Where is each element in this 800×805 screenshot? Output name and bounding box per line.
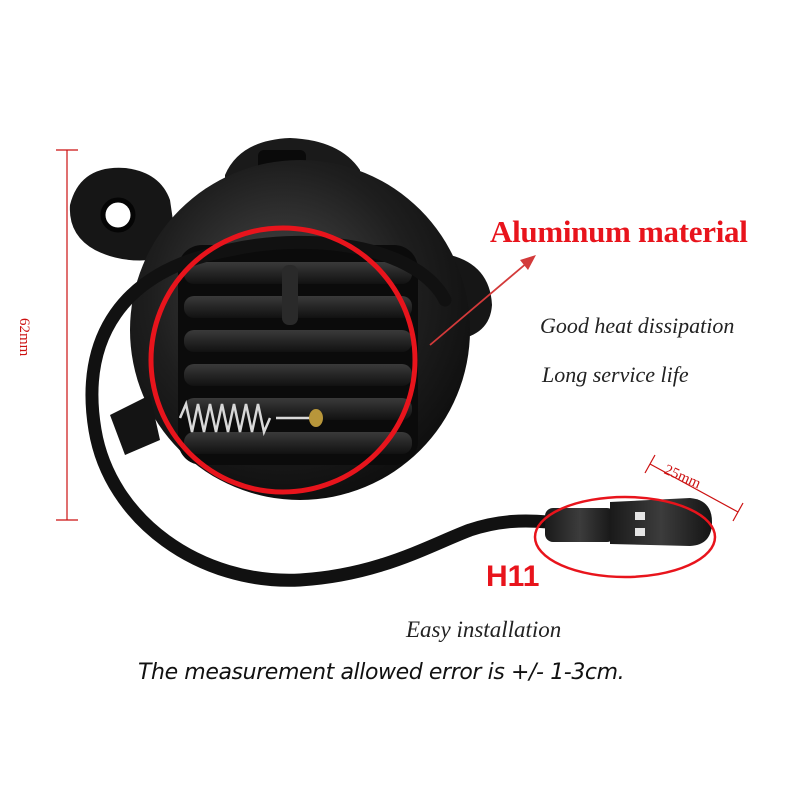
h11-connector [545, 498, 712, 546]
spring-anchor [309, 409, 323, 427]
mounting-ear-left [69, 167, 178, 261]
feature-heat-dissipation: Good heat dissipation [540, 313, 735, 338]
material-highlight-circle [148, 225, 418, 495]
height-dimension-label: 62mm [16, 318, 32, 357]
adjustment-spring [178, 399, 312, 437]
installation-note: Easy installation [406, 617, 562, 642]
mounting-bracket [110, 395, 160, 455]
connector-dimension-line [644, 454, 744, 522]
connector-highlight-ellipse [533, 495, 717, 579]
connector-type-label: H11 [486, 560, 540, 593]
height-dimension-line [56, 149, 78, 521]
power-cable [85, 235, 555, 587]
measurement-error-note: The measurement allowed error is +/- 1-3… [138, 660, 625, 685]
feature-service-life: Long service life [542, 362, 689, 387]
material-callout-arrow [429, 255, 536, 346]
material-headline: Aluminum material [490, 214, 748, 249]
heatsink-fins [178, 245, 418, 465]
